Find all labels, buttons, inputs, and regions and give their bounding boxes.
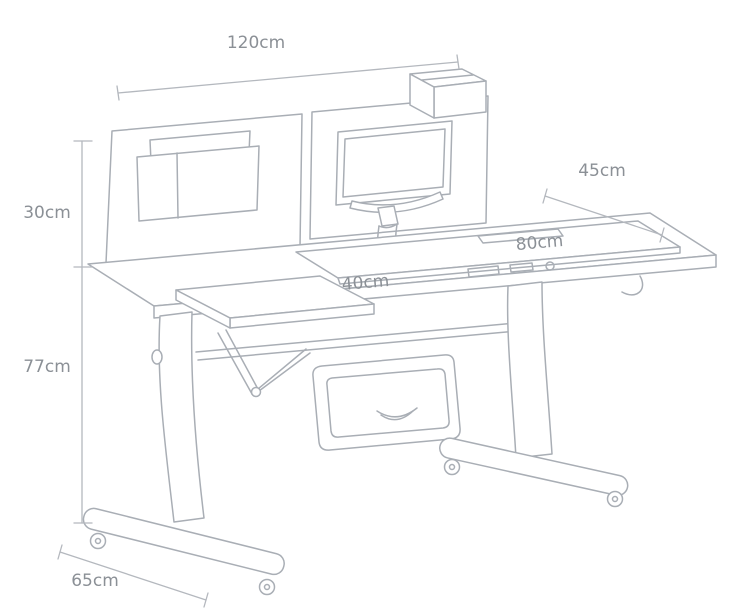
right-rear-caster: [443, 458, 461, 476]
right-leg-column: [506, 281, 553, 459]
drawer-front: [326, 368, 450, 438]
dimension-label-top-width: 120cm: [227, 33, 285, 53]
left-front-caster-hub: [263, 583, 271, 591]
pen-groove-2: [509, 262, 534, 273]
pen-groove-1: [467, 265, 500, 278]
tablet-stand-frame: [335, 120, 453, 206]
right-front-caster: [606, 490, 624, 508]
pivot-joint: [250, 386, 262, 398]
pen-box-divider: [421, 74, 474, 81]
drawer-handle-upper: [376, 407, 418, 418]
dimension-annotations: 120cm 30cm 77cm 45cm 65cm 80cm 40cm: [23, 33, 665, 608]
dimension-hutch-height: 30cm: [23, 140, 93, 268]
dimension-tick: [203, 592, 209, 608]
book-bin-divider: [176, 152, 179, 219]
dimension-tick: [659, 227, 665, 243]
dimension-tick: [116, 85, 120, 101]
pen-box-side: [409, 73, 435, 119]
right-leg: [439, 281, 629, 508]
drawer: [312, 354, 461, 451]
lift-arm-rear-b: [258, 352, 311, 392]
right-foot: [439, 437, 629, 497]
dimension-line-right-depth: [544, 195, 663, 236]
dimension-label-desk-height: 77cm: [23, 357, 71, 377]
tablet-stand-screen: [342, 128, 446, 198]
dimension-label-desktop-depth: 40cm: [341, 271, 390, 295]
tablet-stand-arm: [377, 205, 399, 227]
tablet-stand-ledge: [349, 191, 444, 214]
crossbar-upper: [195, 322, 517, 353]
pen-box-front: [433, 80, 487, 119]
book-bin-front: [136, 145, 260, 222]
dimension-desk-height: 77cm: [23, 266, 93, 524]
dimension-line-top-width: [117, 61, 459, 94]
side-table: [175, 275, 375, 329]
side-table-left-edge: [175, 289, 231, 329]
right-front-caster-hub: [611, 495, 619, 503]
dimension-top-width: 120cm: [116, 33, 460, 101]
left-rear-caster: [89, 532, 107, 550]
dimension-label-foot-depth: 65cm: [71, 571, 119, 591]
height-adjust-knob: [151, 349, 163, 365]
dimension-tick: [456, 54, 460, 70]
lift-arm-front-b: [225, 329, 260, 392]
crossbar-lower: [197, 330, 518, 361]
dimension-foot-depth: 65cm: [57, 544, 209, 608]
drawer-handle-lower: [380, 410, 414, 421]
lift-arm-rear-a: [251, 348, 307, 395]
cup-hole: [545, 261, 555, 271]
back-storage-slot: [477, 228, 564, 244]
dimension-line-foot-depth: [59, 551, 207, 601]
left-rear-caster-hub: [94, 537, 102, 545]
dimension-label-right-depth: 45cm: [578, 161, 626, 181]
pole-top-edge: [378, 223, 398, 229]
dimension-label-desktop-width: 80cm: [515, 231, 564, 255]
dimension-label-hutch-height: 30cm: [23, 203, 71, 223]
dimension-tick: [57, 544, 63, 560]
bag-hook: [621, 275, 644, 296]
lift-arm-front-a: [217, 332, 253, 395]
left-leg-column: [158, 311, 205, 523]
dimension-right-depth: 45cm: [542, 161, 665, 243]
right-rear-caster-hub: [448, 463, 456, 471]
dimension-tick: [542, 188, 548, 204]
tilt-board-edge: [337, 246, 681, 285]
left-leg: [82, 311, 285, 596]
lift-mechanism: [195, 322, 518, 398]
left-front-caster: [258, 578, 276, 596]
left-foot: [82, 507, 285, 576]
hutch: [105, 68, 489, 270]
